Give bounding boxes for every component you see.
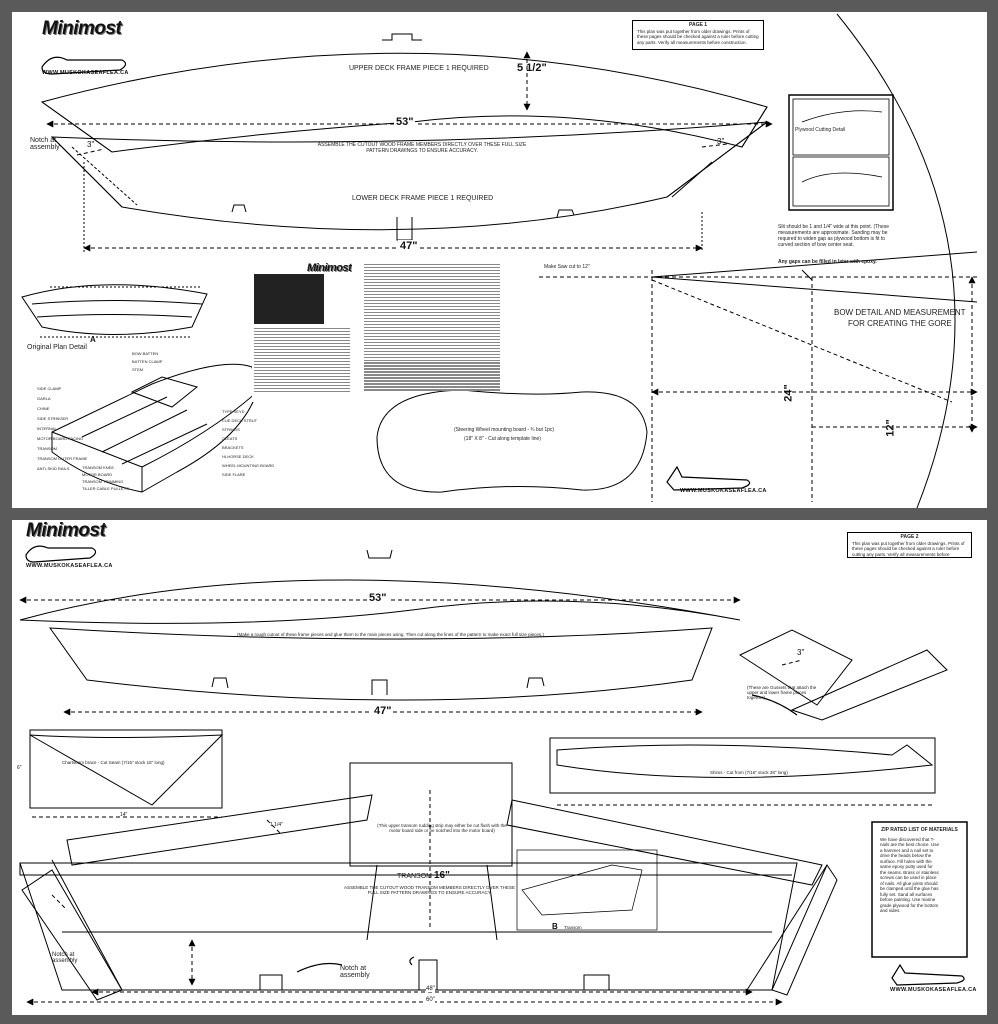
dim-53-p2: 53" [367,592,389,604]
dim-3-right: 3" [717,137,725,146]
steering-board-label-2: (18" X 8" - Cut along template line) [464,436,541,442]
dim-53: 53" [394,116,416,128]
transom-outer [19,862,798,991]
assemble-note: ASSEMBLE THE CUTOUT WOOD FRAME MEMBERS D… [317,142,527,154]
notch-at-assembly-p2-center: Notch at assembly [340,965,370,979]
label-b: B [552,922,558,931]
brand-logo: Minimost [42,18,122,40]
original-plan-detail: Original Plan Detail [27,344,87,351]
page2-drawing [19,545,968,1006]
rough-cutout-note: (Make a rough cutout of these frame piec… [237,632,544,637]
steering-board-label-1: (Steering Wheel mounting board - ¾ but 1… [454,427,555,433]
materials-title: ZIP RATED LIST OF MATERIALS [881,827,958,833]
plan-page-2: Minimost WWW.MUSKOKASEAFLEA.CA WWW.MUSKO… [12,520,987,1015]
bow-title-1: BOW DETAIL AND MEASUREMENT [834,308,966,317]
dim-6: 6" [17,765,22,771]
page2-label: PAGE 2 [900,534,919,540]
brand-url-2: WWW.MUSKOKASEAFLEA.CA [26,563,113,569]
page2-note-box: PAGE 2 This plan was put together from o… [847,532,972,558]
bow-title-2: FOR CREATING THE GORE [848,319,952,328]
brand-url-2-footer: WWW.MUSKOKASEAFLEA.CA [890,987,977,993]
lower-frame-page2 [48,627,713,701]
lower-deck-frame [50,121,769,231]
make-saw-cut: Make Saw cut to 12" [544,264,590,270]
bow-note-1: Slit should be 1 and 1/4" wide at this p… [778,224,890,248]
dim-3-p2: 3" [797,648,805,657]
dim-3-left: 3" [87,140,95,149]
brand-logo-2: Minimost [26,520,106,542]
dim-12: 12" [884,419,897,437]
upper-frame-page2 [19,579,741,624]
page1-note-box: PAGE 1 This plan was put together from o… [632,20,764,50]
dim-16: 16" [434,870,450,881]
page2-note: This plan was put together from older dr… [852,540,965,557]
lower-deck-label: LOWER DECK FRAME PIECE 1 REQUIRED [352,195,494,202]
dim-24: 24" [782,384,795,402]
page1-label: PAGE 1 [689,22,707,28]
dim-14: 14" [120,812,128,818]
transom-assemble-note: ASSEMBLE THE CUTOUT WOOD TRANSOM MEMBERS… [344,885,515,895]
transom-note: (This upper transom rudding strip may ei… [377,823,507,833]
notch-at-assembly-p2: Notch at assembly [52,952,78,964]
materials-text: We have discovered that T-nails are the … [880,836,940,914]
gusset-1 [738,629,853,706]
dim-47-p2: 47" [372,705,394,717]
gusset-2 [790,649,948,721]
dim-47: 47" [398,240,420,252]
brand-url-footer: WWW.MUSKOKASEAFLEA.CA [680,488,767,494]
upper-deck-frame [40,52,768,153]
article-photo [254,274,324,324]
article-clipping: Minimost [252,262,352,402]
transom-knee-left [66,794,373,866]
gusset-note: (These are Gussets that attach the upper… [747,685,817,700]
label-a: A [90,335,96,344]
brand-title-2: Minimost [26,520,106,541]
article-logo: Minimost [307,262,352,274]
boat-sketch [51,363,258,493]
dim-1-1-4: 1 1/4" [270,822,283,828]
dim-48: 48" [426,986,435,992]
bow-note-2: Any gaps can be filled in later with epo… [778,259,877,265]
transom-small-label: Transom [564,925,582,930]
article-text-columns [364,264,500,394]
page1-note: This plan was put together from older dr… [637,28,759,45]
transom-knee-right [506,799,823,886]
materials-box: ZIP RATED LIST OF MATERIALS We have disc… [876,826,963,953]
plan-page-1: Minimost WWW.MUSKOKASEAFLEA.CA WWW.MUSKO… [12,12,987,508]
chartseam-note: Chartseam brace - Cut Seam (7/16" stock … [62,760,165,765]
brand-url: WWW.MUSKOKASEAFLEA.CA [42,70,129,76]
upper-deck-label: UPPER DECK FRAME PIECE 1 REQUIRED [349,65,489,72]
transom-label: TRANSOM [397,873,432,880]
dim-60: 60" [426,997,435,1003]
notch-at-assembly: Notch at assembly [30,137,60,151]
article-text [254,328,350,400]
inset-note-title: Plywood Cutting Detail [795,127,846,133]
shim-note: Shims - Cut from (7/16" stock 28" long) [710,770,788,775]
brand-title: Minimost [42,18,122,39]
dim-5-half: 5 1/2" [517,62,547,74]
